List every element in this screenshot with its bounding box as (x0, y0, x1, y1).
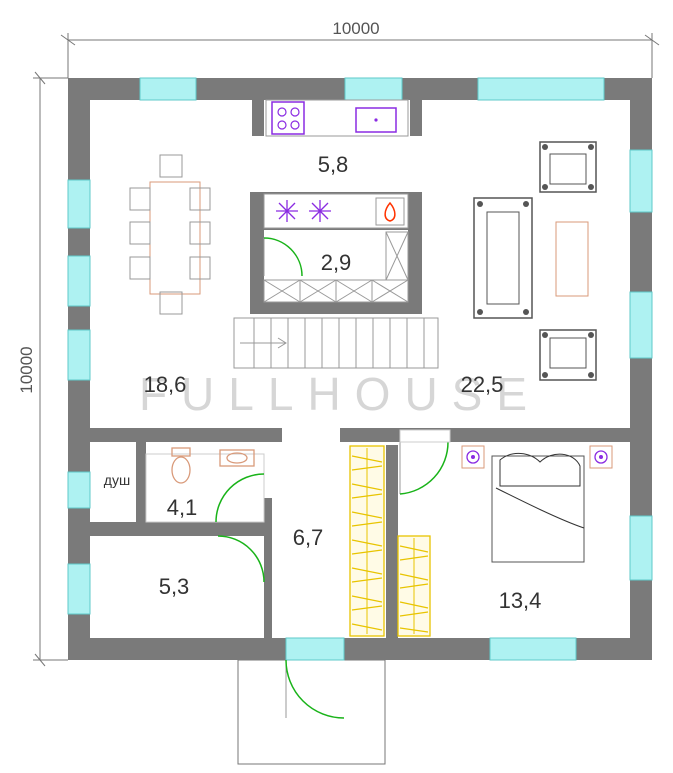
room-area-pantry: 2,9 (321, 250, 352, 275)
door-small-bedroom (217, 535, 265, 583)
wardrobe (397, 535, 431, 637)
armchair-bottom (539, 329, 597, 381)
height-dimension: 10000 (17, 346, 36, 393)
dimension-lines (33, 33, 660, 667)
porch (237, 659, 386, 765)
window (67, 563, 91, 615)
room-area-kitchen: 5,8 (318, 152, 349, 177)
doors (215, 237, 449, 719)
kitchen-counter (265, 99, 409, 137)
freezer-icon (276, 200, 298, 222)
double-bed (491, 453, 585, 563)
freezer-icon (309, 200, 331, 222)
window (67, 329, 91, 381)
stairs (233, 317, 439, 369)
nightstand-lamp-icon (461, 445, 485, 469)
window (67, 179, 91, 229)
window (629, 515, 653, 581)
door-entrance (285, 659, 345, 719)
window (67, 255, 91, 307)
room-area-living: 22,5 (461, 372, 504, 397)
stove-icon (271, 101, 305, 135)
dining-table (129, 154, 211, 315)
nightstand-lamp-icon (589, 445, 613, 469)
armchair-top (539, 141, 597, 193)
sofa (473, 197, 533, 319)
width-dimension: 10000 (332, 19, 379, 38)
room-area-small-bedroom: 5,3 (159, 574, 190, 599)
window (67, 471, 91, 509)
door-bedroom (399, 441, 449, 495)
appliances-row (263, 193, 409, 229)
window (285, 637, 345, 661)
bathroom-floor (145, 453, 265, 523)
window (477, 77, 605, 101)
coffee-table (555, 221, 589, 297)
sink-icon (355, 107, 397, 133)
fire-icon (384, 201, 396, 222)
pantry-shelves (263, 231, 409, 303)
window (629, 291, 653, 359)
window (629, 149, 653, 213)
windows (67, 77, 653, 661)
washbasin-icon (219, 449, 255, 467)
room-area-dining: 18,6 (144, 372, 187, 397)
room-area-bathroom: 4,1 (167, 495, 198, 520)
door-pantry (263, 237, 303, 277)
window (139, 77, 197, 101)
window (344, 77, 403, 101)
room-area-bedroom: 13,4 (499, 588, 542, 613)
watermark-logo: FULLHOUSE (139, 368, 541, 420)
wardrobe (349, 445, 385, 637)
window (489, 637, 577, 661)
toilet-icon (171, 447, 191, 484)
shower-label: душ (104, 472, 130, 488)
room-area-hall: 6,7 (293, 525, 324, 550)
door-bathroom (215, 473, 265, 523)
door-frame-bedroom (399, 429, 451, 443)
